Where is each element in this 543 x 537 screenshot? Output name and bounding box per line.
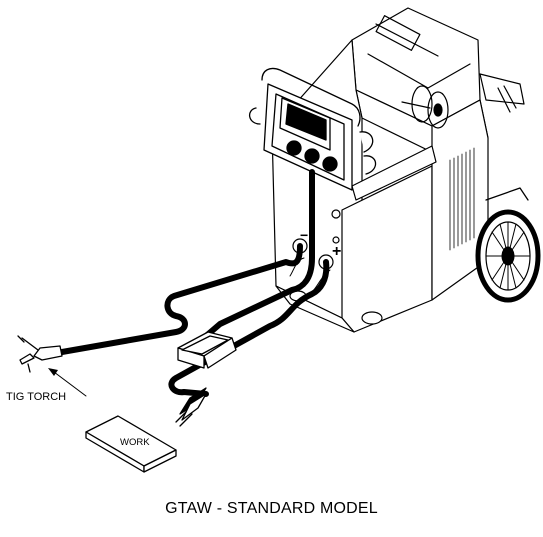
plus-symbol: + — [332, 243, 341, 260]
rear-handle — [479, 73, 525, 113]
cart-wheel — [475, 187, 541, 303]
control-knob-middle — [304, 148, 320, 164]
control-knob-left — [286, 140, 302, 156]
tig-torch-callout: TIG TORCH — [6, 368, 87, 403]
tig-torch — [17, 335, 63, 373]
wire-spool — [401, 85, 449, 129]
work-clamp — [175, 387, 207, 427]
torch-cable — [59, 243, 303, 355]
vent-slats — [449, 147, 475, 251]
display-screen — [285, 103, 327, 141]
cables — [59, 169, 330, 397]
foot-pedal-cable — [203, 169, 315, 339]
control-knob-right — [322, 156, 338, 172]
figure-caption: GTAW - STANDARD MODEL — [165, 500, 378, 517]
control-panel — [249, 67, 377, 191]
work-cable — [168, 259, 330, 397]
foot-pedal — [177, 331, 237, 369]
work-piece — [85, 415, 177, 473]
work-label: WORK — [120, 437, 150, 448]
tig-torch-label: TIG TORCH — [6, 391, 66, 403]
minus-symbol: − — [300, 227, 308, 243]
